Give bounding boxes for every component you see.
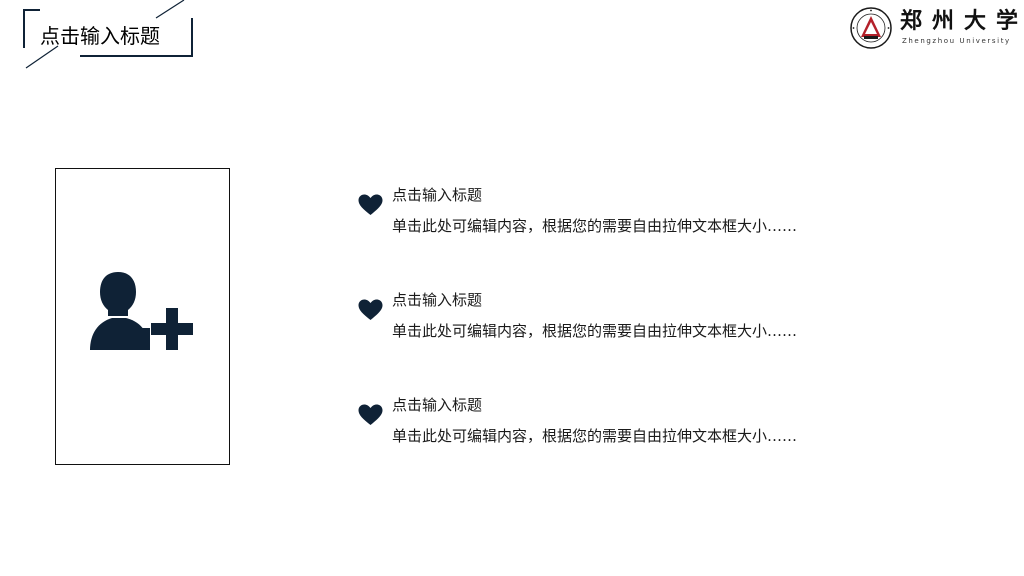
- photo-placeholder[interactable]: [55, 168, 230, 465]
- list-item: 点击输入标题 单击此处可编辑内容，根据您的需要自由拉伸文本框大小……: [358, 182, 838, 287]
- heart-icon: [358, 299, 383, 320]
- title-frame-lines: [23, 0, 193, 69]
- heart-icon: [358, 194, 383, 215]
- item-title[interactable]: 点击输入标题: [392, 396, 483, 414]
- item-title[interactable]: 点击输入标题: [392, 186, 483, 204]
- item-body[interactable]: 单击此处可编辑内容，根据您的需要自由拉伸文本框大小……: [392, 427, 798, 445]
- university-seal-icon: [850, 7, 892, 49]
- page-title[interactable]: 点击输入标题: [40, 24, 160, 48]
- item-body[interactable]: 单击此处可编辑内容，根据您的需要自由拉伸文本框大小……: [392, 322, 798, 340]
- list-item: 点击输入标题 单击此处可编辑内容，根据您的需要自由拉伸文本框大小……: [358, 287, 838, 392]
- content-list: 点击输入标题 单击此处可编辑内容，根据您的需要自由拉伸文本框大小…… 点击输入标…: [358, 182, 838, 497]
- item-title[interactable]: 点击输入标题: [392, 291, 483, 309]
- item-body[interactable]: 单击此处可编辑内容，根据您的需要自由拉伸文本框大小……: [392, 217, 798, 235]
- university-logo: 郑州大学 Zhengzhou University: [848, 5, 1020, 51]
- heart-icon: [358, 404, 383, 425]
- logo-name-cn: 郑州大学: [900, 8, 1024, 34]
- add-user-icon: [90, 272, 198, 350]
- title-block: 点击输入标题: [0, 0, 200, 70]
- list-item: 点击输入标题 单击此处可编辑内容，根据您的需要自由拉伸文本框大小……: [358, 392, 838, 497]
- logo-name-en: Zhengzhou University: [902, 37, 1011, 45]
